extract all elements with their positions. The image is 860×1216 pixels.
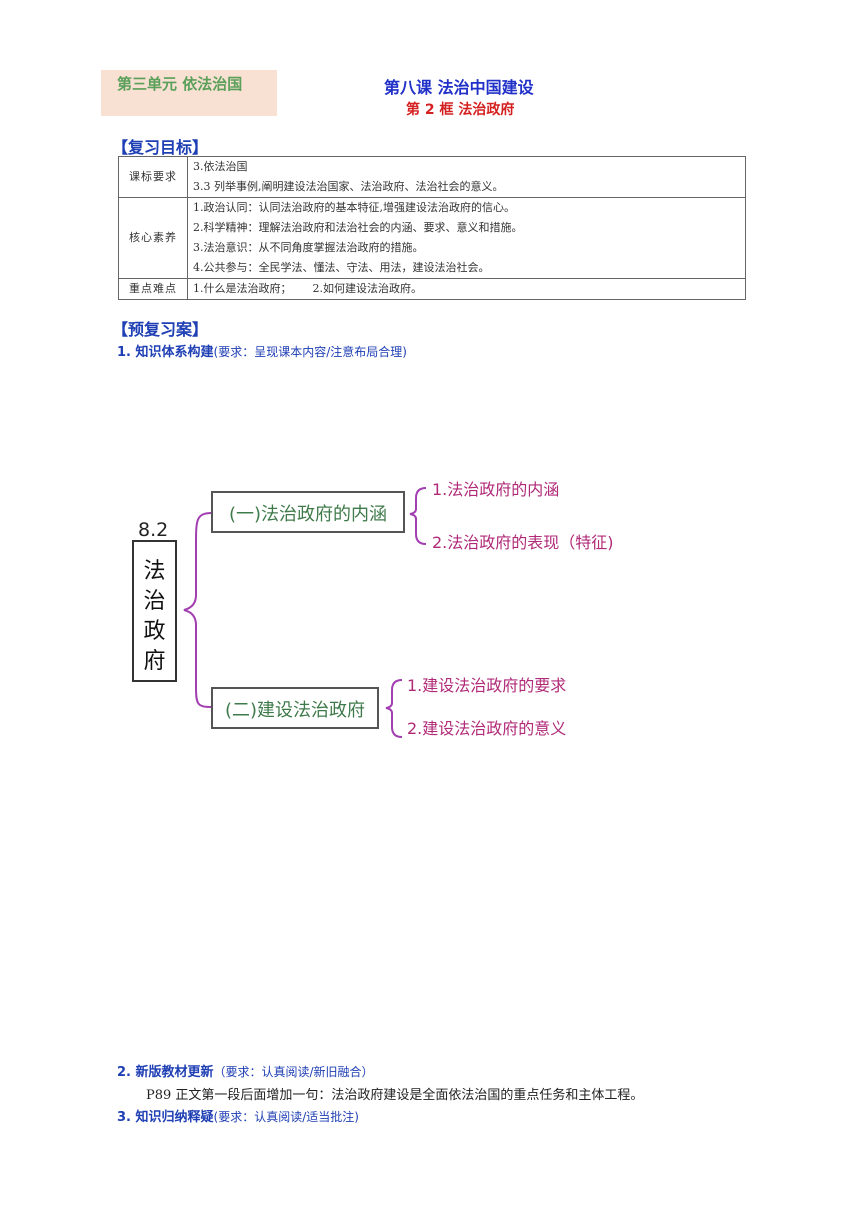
item3-heading: 3. 知识归纳释疑(要求：认真阅读/适当批注) (117, 1106, 359, 1125)
item3-requirement: (要求：认真阅读/适当批注) (213, 1110, 359, 1124)
branch-label: (二)建设法治政府 (225, 700, 365, 721)
item2-requirement: （要求：认真阅读/新旧融合） (213, 1065, 374, 1079)
item1-heading: 1. 知识体系构建(要求：呈现课本内容/注意布局合理) (117, 341, 407, 360)
item2-heading: 2. 新版教材更新（要求：认真阅读/新旧融合） (117, 1061, 374, 1080)
review-goals-table: 课标要求 3.依法治国 3.3 列举事例,阐明建设法治国家、法治政府、法治社会的… (118, 156, 746, 300)
branch-box (211, 687, 379, 729)
lesson-title: 第八课 法治中国建设 (384, 78, 534, 97)
item1-title: 1. 知识体系构建 (117, 345, 214, 360)
content-line: 2.科学精神：理解法治政府和法治社会的内涵、要求、意义和措施。 (193, 221, 523, 234)
leaf-label: 2.建设法治政府的意义 (407, 719, 566, 738)
content-line: 1.什么是法治政府； 2.如何建设法治政府。 (193, 282, 422, 295)
leaf-label: 1.建设法治政府的要求 (407, 676, 566, 695)
branch-box (211, 491, 405, 533)
row-content: 1.什么是法治政府； 2.如何建设法治政府。 (187, 278, 746, 300)
content-line: 3.依法治国 (193, 160, 248, 173)
preview-heading: 【预复习案】 (112, 320, 209, 339)
unit-tag: 第三单元 依法治国 (101, 70, 277, 116)
textbook-update-text: P89 正文第一段后面增加一句：法治政府建设是全面依法治国的重点任务和主体工程。 (146, 1088, 644, 1103)
table-row: 核心素养 1.政治认同：认同法治政府的基本特征,增强建设法治政府的信心。 2.科… (118, 197, 746, 279)
branch-label: (一)法治政府的内涵 (229, 504, 387, 525)
review-goals-heading: 【复习目标】 (112, 138, 209, 157)
root-char: 政 (143, 619, 165, 644)
item1-requirement: (要求：呈现课本内容/注意布局合理) (213, 345, 407, 359)
root-char: 治 (143, 589, 165, 614)
content-line: 4.公共参与：全民学法、懂法、守法、用法，建设法治社会。 (193, 261, 490, 274)
main-bracket (183, 512, 213, 708)
item2-title: 2. 新版教材更新 (117, 1065, 214, 1080)
branch-bracket (409, 487, 427, 545)
frame-title: 第 2 框 法治政府 (406, 102, 515, 118)
root-box (132, 540, 177, 682)
mindmap-label: 8.2 (138, 519, 168, 541)
content-line: 3.法治意识：从不同角度掌握法治政府的措施。 (193, 241, 424, 254)
branch-bracket (385, 679, 403, 738)
row-content: 1.政治认同：认同法治政府的基本特征,增强建设法治政府的信心。 2.科学精神：理… (187, 197, 746, 279)
item3-title: 3. 知识归纳释疑 (117, 1110, 214, 1125)
root-char: 府 (143, 649, 165, 674)
root-char: 法 (143, 559, 165, 584)
leaf-label: 1.法治政府的内涵 (432, 480, 559, 499)
table-row: 重点难点 1.什么是法治政府； 2.如何建设法治政府。 (118, 278, 746, 300)
content-line: 3.3 列举事例,阐明建设法治国家、法治政府、法治社会的意义。 (193, 180, 504, 193)
content-line: 1.政治认同：认同法治政府的基本特征,增强建设法治政府的信心。 (193, 201, 515, 214)
row-key: 核心素养 (118, 197, 188, 279)
leaf-label: 2.法治政府的表现（特征) (432, 533, 614, 552)
